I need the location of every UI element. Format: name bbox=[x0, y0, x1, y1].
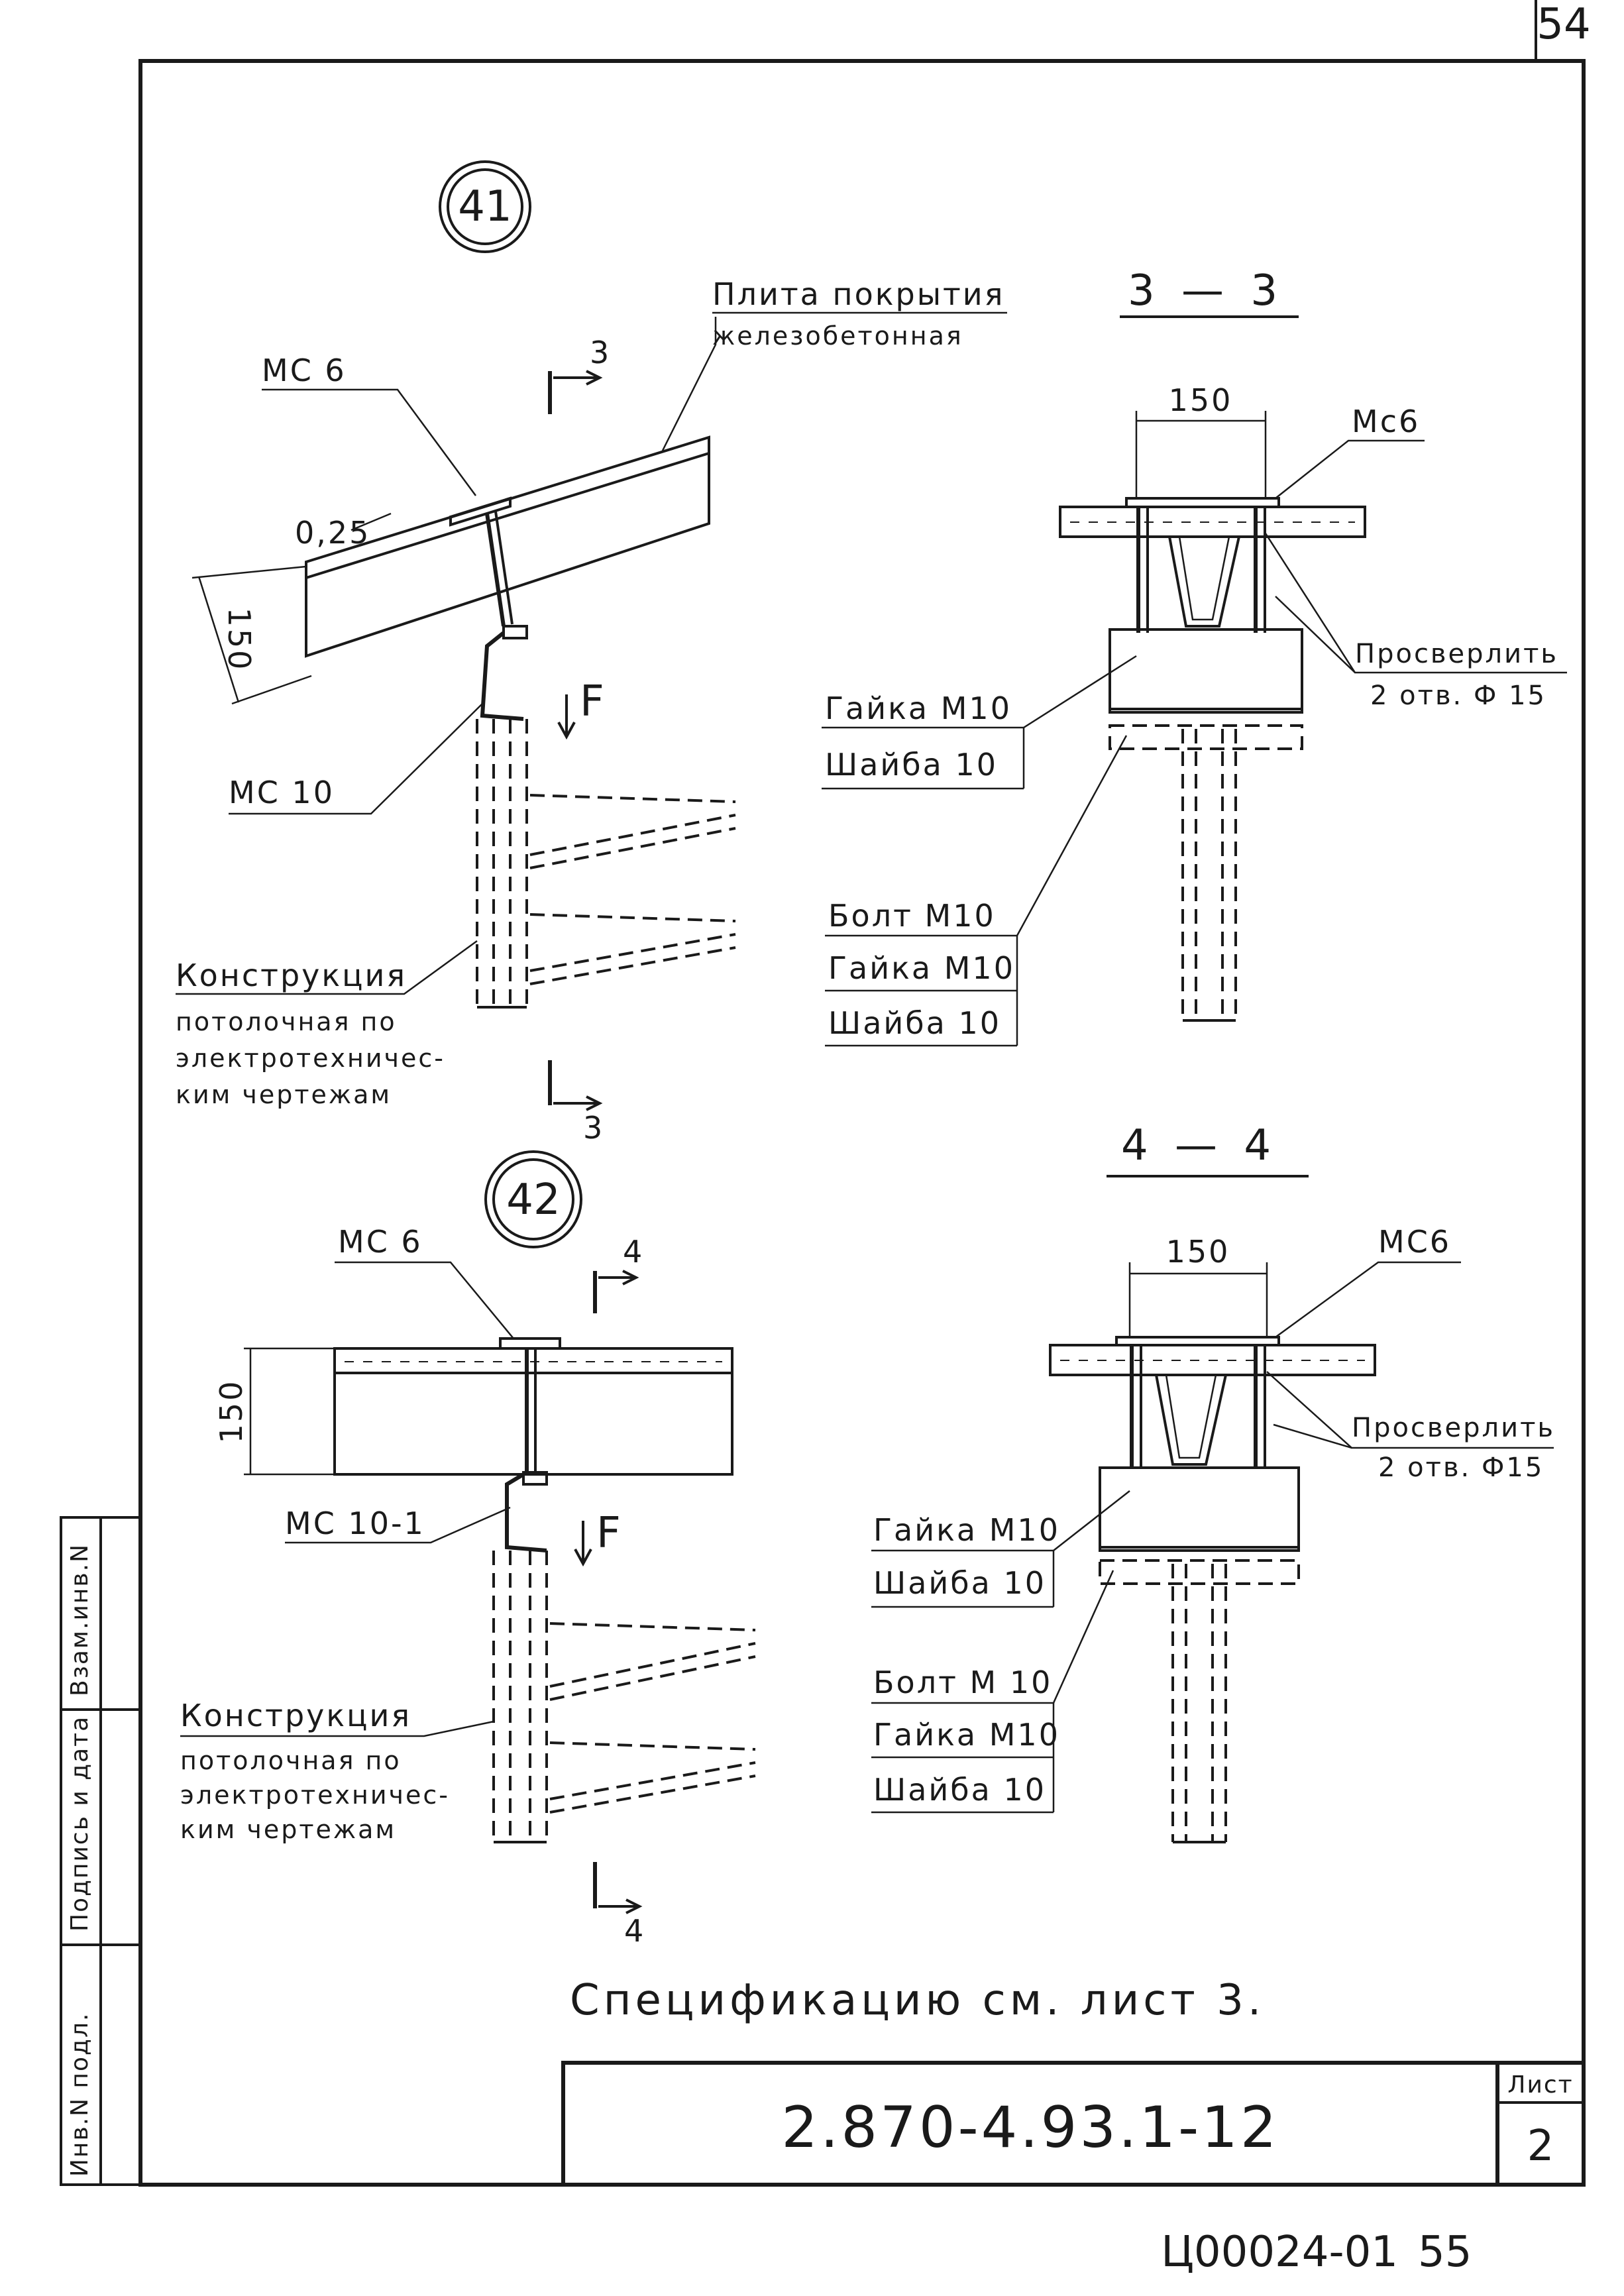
spec-note: Спецификацию см. лист 3. bbox=[570, 1976, 1265, 2025]
section-4-4-title: 4 — 4 bbox=[1121, 1121, 1277, 1170]
slab-label-2: железобетонная bbox=[712, 321, 963, 351]
label-mc6-41: МС 6 bbox=[262, 353, 347, 388]
dim-150-33: 150 bbox=[1169, 382, 1233, 418]
section-4-4: 4 — 4 150 МС6 Просверлить 2 отв. Ф15 Гай… bbox=[871, 1121, 1555, 1843]
construction-42-l2: потолочная по bbox=[180, 1746, 402, 1775]
sheet-frame bbox=[138, 59, 1586, 2187]
construction-41-l4: ким чертежам bbox=[176, 1080, 392, 1109]
dim-150-42: 150 bbox=[213, 1380, 249, 1444]
stamp-sign-date: Подпись и дата bbox=[66, 1716, 93, 1932]
ceiling-construction-41 bbox=[476, 719, 736, 1009]
cut-bottom-41: 3 bbox=[583, 1110, 604, 1146]
washer-top-44: Шайба 10 bbox=[873, 1565, 1046, 1601]
ceiling-construction-42 bbox=[492, 1551, 756, 1843]
label-mc10-41: МС 10 bbox=[229, 775, 335, 810]
document-code: 2.870-4.93.1-12 bbox=[781, 2095, 1279, 2161]
nut-top-44: Гайка М10 bbox=[873, 1512, 1060, 1548]
construction-42-l1: Конструкция bbox=[180, 1698, 411, 1733]
mc10-bracket-41 bbox=[480, 631, 524, 721]
node-42: 42 150 МС 6 МС bbox=[180, 1150, 756, 1949]
force-41: F bbox=[580, 677, 604, 726]
construction-41-l3: электротехничес- bbox=[176, 1044, 445, 1073]
construction-41-l2: потолочная по bbox=[176, 1007, 397, 1036]
section-3-3-title: 3 — 3 bbox=[1128, 266, 1284, 315]
dim-150-44: 150 bbox=[1166, 1234, 1230, 1270]
construction-42-l3: электротехничес- bbox=[180, 1780, 450, 1810]
drill-33-l1: Просверлить bbox=[1355, 639, 1558, 669]
force-42: F bbox=[596, 1509, 621, 1558]
washer-bottom-44: Шайба 10 bbox=[873, 1772, 1046, 1808]
washer-bottom-33: Шайба 10 bbox=[828, 1005, 1001, 1041]
slab-41 bbox=[305, 435, 710, 658]
sheet-label: Лист bbox=[1507, 2071, 1573, 2099]
label-mc6-44: МС6 bbox=[1378, 1224, 1451, 1260]
side-stamp: Взам.инв.N Подпись и дата Инв.N подл. bbox=[60, 1516, 142, 2186]
channel-33 bbox=[1109, 628, 1303, 714]
label-mc10-1: МС 10-1 bbox=[285, 1505, 425, 1541]
construction-41-l1: Конструкция bbox=[176, 957, 407, 993]
cut-top-41: 3 bbox=[590, 335, 611, 370]
slope-41: 0,25 bbox=[295, 515, 370, 551]
mc6-plate-44 bbox=[1115, 1336, 1280, 1346]
stamp-orig-inv: Инв.N подл. bbox=[66, 2012, 93, 2177]
nut-bottom-33: Гайка М10 bbox=[828, 950, 1015, 986]
mc6-plate-41 bbox=[449, 496, 512, 527]
node-41-number: 41 bbox=[458, 182, 512, 231]
bottom-page: 55 bbox=[1418, 2228, 1472, 2277]
cut-top-42: 4 bbox=[623, 1234, 644, 1270]
bottom-code: Ц00024-01 bbox=[1161, 2228, 1398, 2277]
node-42-number: 42 bbox=[506, 1175, 560, 1225]
label-mc6-33: Мс6 bbox=[1352, 404, 1420, 439]
construction-42-l4: ким чертежам bbox=[180, 1815, 396, 1844]
mc10-1-bracket bbox=[505, 1472, 547, 1553]
sheet-number: 2 bbox=[1527, 2122, 1554, 2171]
drill-44-l1: Просверлить bbox=[1352, 1413, 1555, 1443]
mc6-plate-33 bbox=[1125, 497, 1280, 508]
bolt-33: Болт М10 bbox=[828, 898, 996, 934]
nut-bottom-44: Гайка М10 bbox=[873, 1717, 1060, 1753]
slab-label-1: Плита покрытия bbox=[712, 276, 1004, 312]
washer-top-33: Шайба 10 bbox=[825, 747, 998, 783]
drill-33-l2: 2 отв. Ф 15 bbox=[1370, 681, 1546, 711]
drill-44-l2: 2 отв. Ф15 bbox=[1378, 1452, 1544, 1483]
mc6-plate-42 bbox=[499, 1337, 561, 1350]
label-mc6-42: МС 6 bbox=[338, 1224, 423, 1260]
slab-42 bbox=[333, 1347, 733, 1476]
dim-150-41: 150 bbox=[221, 608, 257, 672]
bolt-44: Болт М 10 bbox=[873, 1665, 1052, 1700]
title-block: 2.870-4.93.1-12 Лист 2 bbox=[561, 2061, 1586, 2187]
cut-bottom-42: 4 bbox=[624, 1913, 645, 1949]
corner-number: 54 bbox=[1537, 0, 1590, 49]
node-41: 41 150 0,25 bbox=[176, 160, 1007, 1146]
stamp-replace-inv: Взам.инв.N bbox=[66, 1543, 93, 1696]
section-3-3: 3 — 3 150 Мс6 Просверлить 2 отв. Ф bbox=[822, 266, 1567, 1047]
nut-top-33: Гайка М10 bbox=[825, 690, 1012, 726]
channel-44 bbox=[1099, 1466, 1300, 1552]
